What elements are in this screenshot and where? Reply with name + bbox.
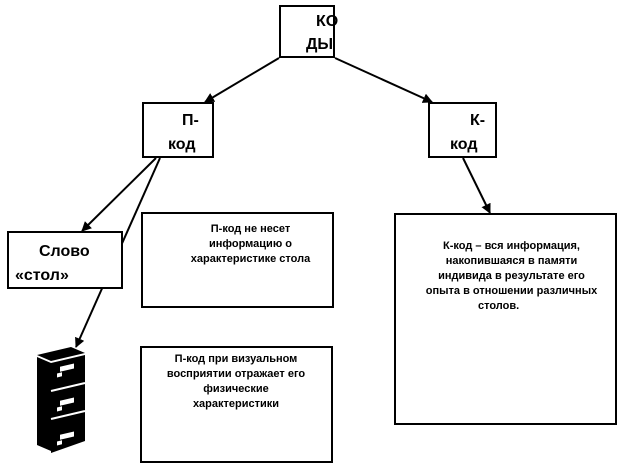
pcode-note-2-text: П-код при визуальном восприятии отражает… (146, 352, 326, 412)
kcode-node-line2: код (450, 136, 478, 153)
pcode-note-2-line4: характеристики (192, 398, 280, 410)
pcode-note-2-line3: физические (203, 383, 269, 395)
arrow-pcode-to-word (81, 157, 157, 232)
pcode-note-1-line3: характеристике стола (190, 253, 311, 265)
arrow-root-to-pcode (204, 57, 280, 103)
word-node: Слово «стол» (7, 231, 123, 289)
kcode-note-line4: опыта в отношении различных (425, 285, 598, 297)
kcode-note-line3: индивида в результате его (438, 270, 585, 282)
root-node-line1: КО (316, 13, 339, 30)
kcode-note: К-код – вся информация, накопившаяся в п… (394, 213, 617, 425)
pcode-node-line1: П- (182, 112, 199, 129)
arrow-kcode-to-note (462, 157, 491, 214)
kcode-note-line5: столов. (478, 300, 520, 312)
pcode-note-1-line2: информацию о (209, 238, 292, 250)
file-cabinet-icon (37, 347, 86, 453)
pcode-note-2-line2: восприятии отражает его (166, 368, 306, 380)
word-node-line2: «стол» (15, 267, 69, 284)
pcode-note-1-text: П-код не несет информацию о характеристи… (173, 222, 328, 267)
root-node: КО ДЫ (279, 5, 339, 58)
pcode-node-line2: код (168, 136, 196, 153)
kcode-node-line1: К- (470, 112, 486, 129)
pcode-node: П- код (142, 102, 214, 158)
pcode-note-1: П-код не несет информацию о характеристи… (141, 212, 334, 308)
kcode-note-line2: накопившаяся в памяти (445, 255, 578, 267)
kcode-node: К- код (428, 102, 497, 158)
kcode-note-text: К-код – вся информация, накопившаяся в п… (410, 239, 613, 314)
pcode-note-2-line1: П-код при визуальном (174, 353, 298, 365)
kcode-note-line1: К-код – вся информация, (443, 240, 580, 252)
pcode-note-2: П-код при визуальном восприятии отражает… (140, 346, 333, 463)
pcode-note-1-line1: П-код не несет (210, 223, 291, 235)
root-node-line2: ДЫ (306, 36, 334, 53)
word-node-line1: Слово (39, 243, 90, 260)
arrow-root-to-kcode (334, 57, 433, 103)
